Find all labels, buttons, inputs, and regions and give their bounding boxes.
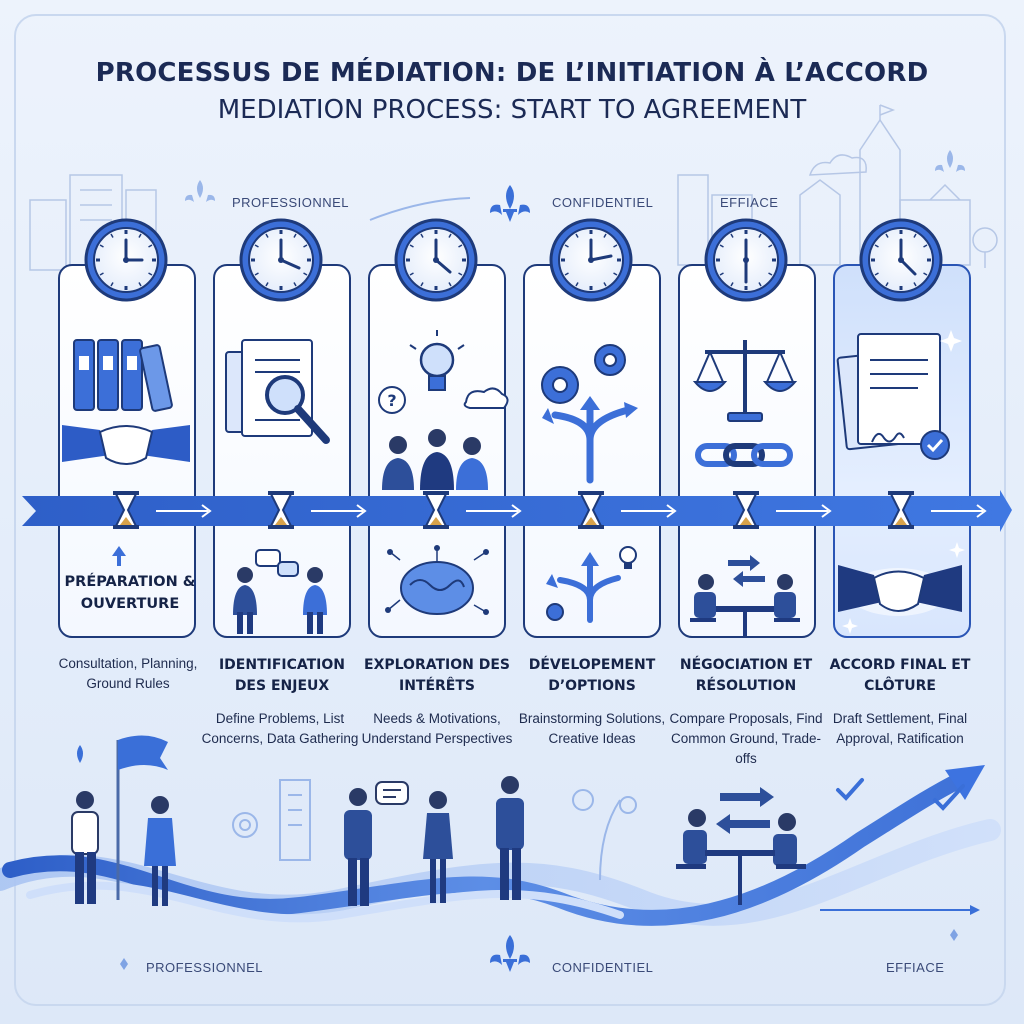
clock-icon — [84, 218, 168, 302]
people-talking-icon — [233, 549, 327, 634]
tag-bottom-professional: PROFESSIONNEL — [146, 960, 264, 975]
tag-bottom-confidential: CONFIDENTIEL — [552, 960, 654, 975]
step-3-description: Needs & Motivations, Understand Perspect… — [361, 711, 513, 746]
arrow-up-icon — [112, 546, 126, 566]
flag-icon — [116, 735, 168, 900]
timeline-band — [22, 490, 1012, 532]
person-left — [71, 791, 99, 904]
exchange-arrows-icon — [716, 787, 774, 834]
people-center — [344, 776, 524, 906]
step-2-description: Define Problems, List Concerns, Data Gat… — [201, 711, 359, 746]
fleur-de-lis-icon — [490, 185, 530, 222]
rising-arrow-head — [945, 765, 985, 800]
options-arrows-icon — [557, 562, 621, 623]
tag-top-confidential: CONFIDENTIEL — [552, 195, 654, 210]
sparkle-icon — [940, 330, 962, 352]
step-6-title: ACCORD FINAL ET CLÔTURE — [829, 657, 971, 694]
gear-icon — [546, 603, 564, 621]
step-5-title: NÉGOCIATION ET RÉSOLUTION — [679, 657, 813, 694]
clock-icon — [239, 218, 323, 302]
final-handshake-icon — [838, 542, 965, 634]
hourglass-icon — [888, 491, 914, 529]
hourglass-icon — [578, 491, 604, 529]
gears-icon — [541, 344, 626, 404]
branching-arrows-icon — [551, 406, 632, 484]
cloud — [808, 154, 867, 176]
hourglass-icon — [423, 491, 449, 529]
lightbulb-small-icon — [619, 546, 637, 569]
approval-seal-icon — [920, 430, 950, 460]
contract-document-icon — [836, 333, 941, 451]
clock-icon — [704, 218, 788, 302]
tag-top-efficient: EFFIACE — [720, 195, 779, 210]
negotiation-icon — [690, 555, 800, 636]
hourglass-icon — [733, 491, 759, 529]
hourglass-icon — [268, 491, 294, 529]
magnifier-document-icon — [225, 339, 330, 444]
step-1-title: PRÉPARATION & OUVERTURE — [64, 574, 196, 612]
brain-network-icon — [385, 545, 489, 615]
lightbulb-icon — [409, 330, 465, 391]
title-french: PROCESSUS DE MÉDIATION: DE L’INITIATION … — [95, 58, 929, 88]
hourglass-icon — [113, 491, 139, 529]
step-4-description: Brainstorming Solutions, Creative Ideas — [518, 711, 666, 746]
scales-icon — [692, 340, 798, 422]
step-5-description: Compare Proposals, Find Common Ground, T… — [669, 711, 823, 766]
check-icon — [836, 778, 965, 811]
title-english: MEDIATION PROCESS: START TO AGREEMENT — [217, 95, 807, 125]
clock-icon — [549, 218, 633, 302]
step-2-title: IDENTIFICATION DES ENJEUX — [218, 657, 346, 694]
thought-cloud-icon — [463, 387, 509, 409]
chain-link-icon — [695, 443, 793, 467]
tag-bottom-efficient: EFFIACE — [886, 960, 945, 975]
negotiation-table — [676, 809, 806, 905]
tag-top-professional: PROFESSIONNEL — [232, 195, 350, 210]
clock-icon — [394, 218, 478, 302]
clock-icon — [859, 218, 943, 302]
speech-bubble-icon — [375, 781, 409, 805]
step-6-description: Draft Settlement, Final Approval, Ratifi… — [832, 711, 968, 746]
step-1-description: Consultation, Planning, Ground Rules — [58, 656, 198, 691]
binders-icon — [73, 339, 173, 412]
step-3-title: EXPLORATION DES INTÉRÊTS — [364, 657, 510, 694]
question-bubble-icon: ? — [378, 386, 406, 414]
people-group-icon — [382, 429, 488, 490]
person-woman-left — [144, 796, 176, 906]
svg-text:?: ? — [387, 391, 396, 410]
step-4-title: DÉVELOPEMENT D’OPTIONS — [528, 657, 656, 694]
handshake-icon — [62, 425, 190, 465]
